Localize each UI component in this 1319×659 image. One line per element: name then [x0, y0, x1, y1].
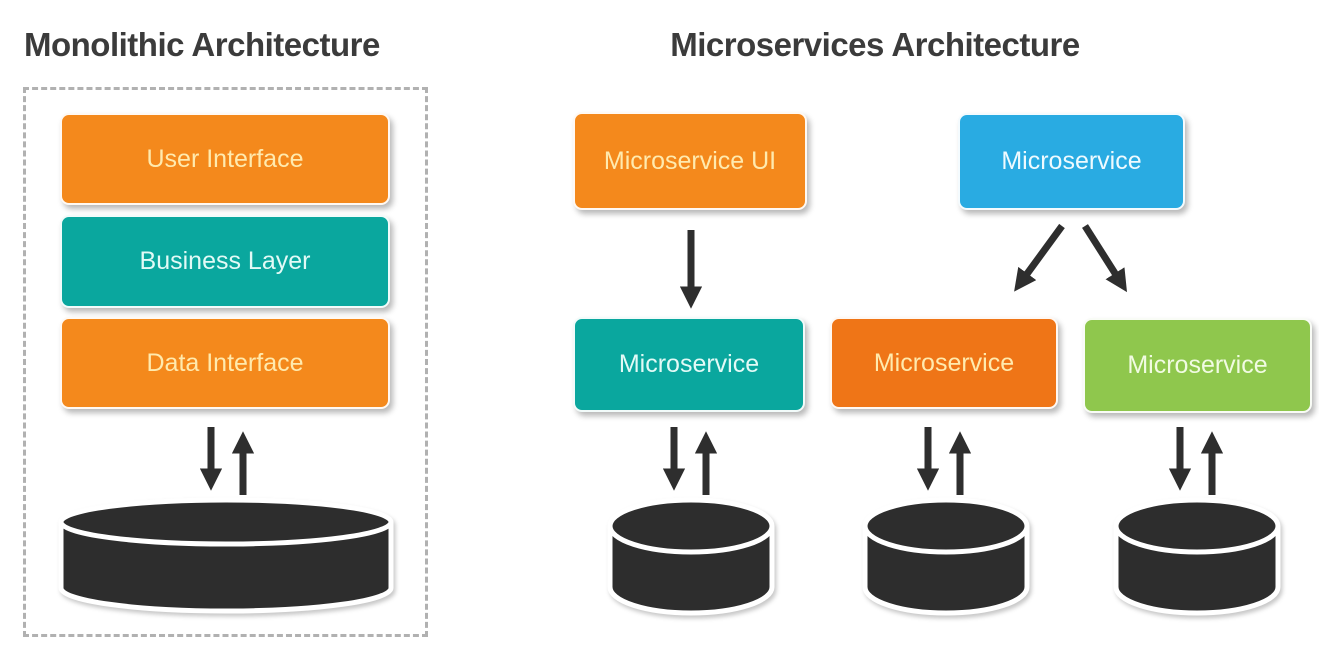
service-box-microservice-blue: Microservice: [958, 113, 1185, 210]
database-icon: [58, 497, 394, 614]
layer-box-data-interface: Data Interface: [60, 317, 390, 409]
down-arrow-icon: [679, 230, 703, 309]
split-arrows-icon: [1014, 223, 1128, 293]
database-icon: [1113, 497, 1281, 616]
service-box-microservice-green: Microservice: [1083, 318, 1312, 413]
service-label: Microservice: [1127, 351, 1268, 379]
layer-label: Business Layer: [139, 247, 311, 275]
up-down-arrows-icon: [662, 427, 718, 495]
up-down-arrows-icon: [1168, 427, 1224, 495]
database-icon: [607, 497, 775, 616]
database-icon: [862, 497, 1030, 616]
up-down-arrows-icon: [916, 427, 972, 495]
monolithic-boundary: [23, 87, 428, 637]
up-down-arrows-icon: [199, 427, 255, 495]
service-box-microservice-teal: Microservice: [573, 317, 805, 412]
diagonal-right-arrow-icon: [1082, 224, 1128, 293]
layer-box-user-interface: User Interface: [60, 113, 390, 205]
monolithic-title: Monolithic Architecture: [24, 26, 380, 63]
microservices-title: Microservices Architecture: [670, 26, 1080, 63]
service-label: Microservice: [618, 350, 760, 378]
service-box-microservice-ui: Microservice UI: [573, 112, 807, 210]
layer-label: User Interface: [146, 144, 304, 173]
layer-box-business-layer: Business Layer: [60, 215, 390, 308]
service-label: Microservice: [873, 348, 1015, 377]
service-box-microservice-orange: Microservice: [830, 317, 1058, 409]
service-label: Microservice: [1001, 147, 1142, 175]
layer-label: Data Interface: [146, 348, 304, 377]
service-label: Microservice UI: [603, 146, 777, 175]
diagonal-left-arrow-icon: [1014, 223, 1065, 292]
